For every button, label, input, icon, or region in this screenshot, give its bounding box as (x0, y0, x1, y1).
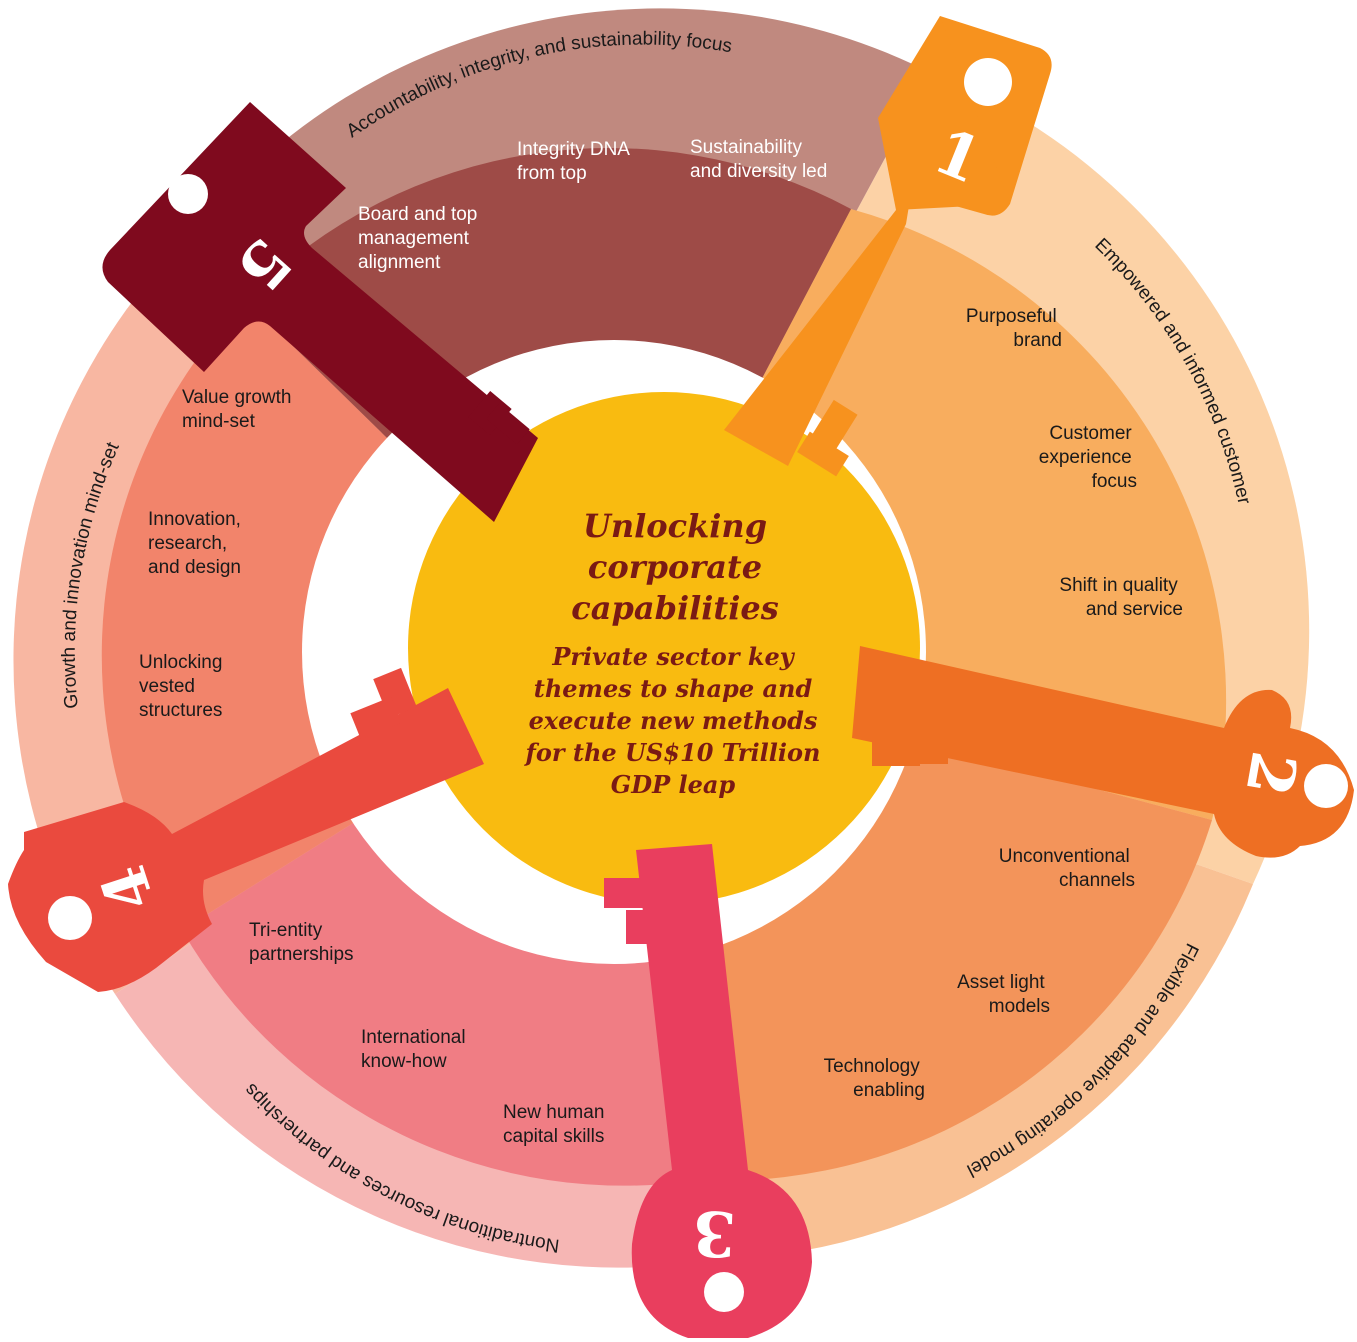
center-subtitle-line-2: themes to shape and (534, 674, 813, 703)
key-1: 1 (724, 16, 1052, 477)
center-title-line-3: capabilities (571, 589, 778, 627)
theme-1-items: Purposeful brand Customer experience foc… (966, 306, 1183, 620)
item-quality-service: Shift in quality and service (1059, 575, 1183, 620)
key-4: 4 (8, 667, 484, 992)
center-subtitle-line-3: execute new methods (529, 706, 818, 735)
item-sustainability: Sustainability and diversity led (690, 137, 827, 182)
item-value-growth: Value growth mind-set (182, 387, 297, 432)
key-2: 2 (852, 646, 1354, 858)
center-subtitle-line-4: for the US$10 Trillion (524, 738, 821, 767)
inner-ring (101, 148, 1227, 1186)
theme-5-items: Board and top management alignment Integ… (358, 137, 827, 273)
center-subtitle-line-5: GDP leap (611, 770, 736, 799)
item-international-know-how: International know-how (361, 1027, 471, 1072)
theme-2-items: Unconventional channels Asset light mode… (824, 846, 1135, 1101)
key-5: 5 (102, 102, 538, 522)
item-purposeful-brand: Purposeful brand (966, 306, 1062, 351)
item-innovation-research: Innovation, research, and design (148, 509, 246, 578)
center-subtitle-line-1: Private sector key (551, 642, 795, 671)
theme-3-items: Tri-entity partnerships International kn… (249, 920, 610, 1147)
item-tri-entity: Tri-entity partnerships (249, 920, 354, 965)
item-vested-structures: Unlocking vested structures (139, 652, 228, 721)
center-title-line-2: corporate (588, 548, 762, 586)
theme-4-items: Value growth mind-set Innovation, resear… (139, 387, 297, 721)
item-unconventional-channels: Unconventional channels (999, 846, 1135, 891)
center-circle (408, 392, 920, 904)
item-human-capital: New human capital skills (503, 1102, 610, 1147)
item-customer-experience: Customer experience focus (1039, 423, 1137, 492)
item-integrity-dna: Integrity DNA from top (517, 139, 634, 184)
item-board-alignment: Board and top management alignment (358, 204, 483, 273)
key-3-number: 3 (691, 1196, 737, 1270)
key-3: 3 (604, 844, 812, 1338)
center-title-line-1: Unlocking (583, 507, 767, 545)
center-text: Unlocking corporate capabilities Private… (524, 507, 821, 799)
item-asset-light: Asset light models (957, 972, 1050, 1017)
item-technology-enabling: Technology enabling (824, 1056, 925, 1101)
